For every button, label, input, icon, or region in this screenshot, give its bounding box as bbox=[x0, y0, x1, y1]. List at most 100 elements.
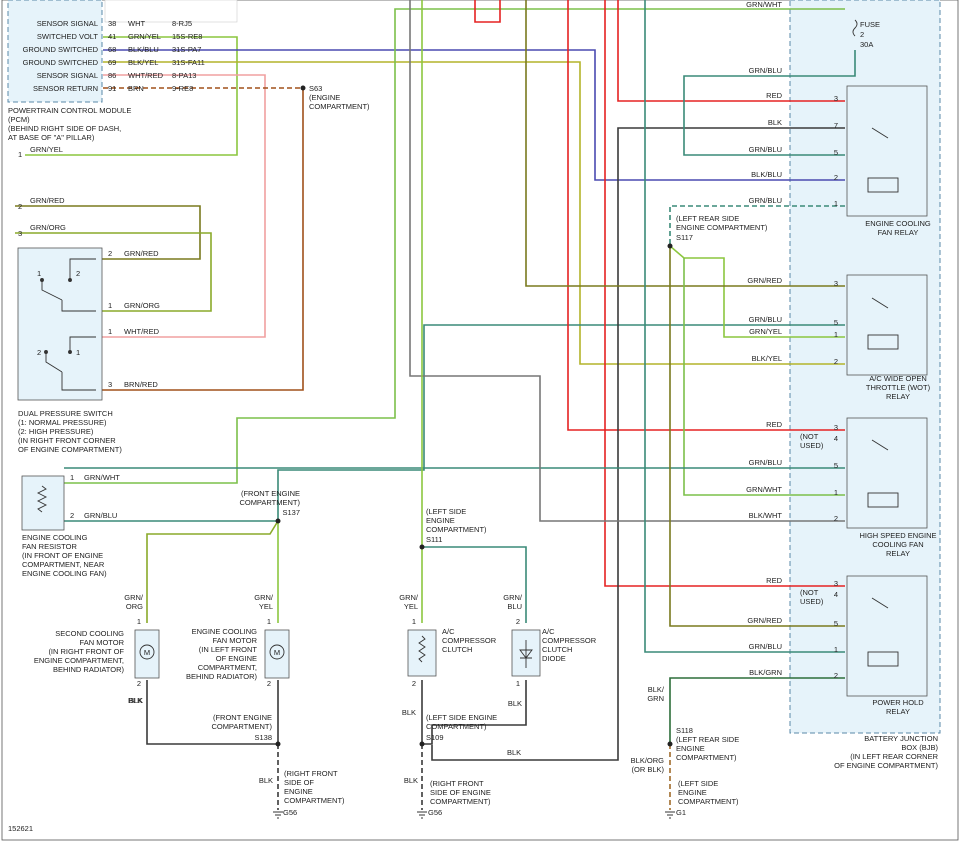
diagram-text: GRN/ORG bbox=[124, 301, 160, 310]
relay-wire-color: GRN/BLU bbox=[749, 196, 782, 205]
pcm-row-label: GROUND SWITCHED bbox=[23, 58, 99, 67]
diagram-text: A/C bbox=[442, 627, 455, 636]
diagram-text: 1 bbox=[76, 348, 80, 357]
diagram-text: DIODE bbox=[542, 654, 566, 663]
pcm-row-circuit: 8-RJ5 bbox=[172, 19, 192, 28]
diagram-text: BOX (BJB) bbox=[901, 743, 938, 752]
wire-grnwht-res bbox=[64, 8, 845, 484]
relay-engine-cooling bbox=[846, 85, 928, 217]
wire-whtred bbox=[100, 74, 266, 338]
relay-name: ENGINE COOLING bbox=[865, 219, 931, 228]
second-motor-symbol: M bbox=[144, 648, 150, 657]
diagram-text: (OR BLK) bbox=[631, 765, 664, 774]
diagram-text: GRN/WHT bbox=[84, 473, 120, 482]
diagram-text: (LEFT SIDE bbox=[678, 779, 718, 788]
diagram-text: G56 bbox=[283, 808, 297, 817]
wire-red-relay1 bbox=[617, 0, 845, 102]
diagram-text: 3 bbox=[108, 380, 112, 389]
diagram-text: 2 bbox=[108, 249, 112, 258]
diagram-text: OF ENGINE COMPARTMENT) bbox=[834, 761, 938, 770]
relay-not-used: (NOT bbox=[800, 588, 819, 597]
pcm-row-label: SENSOR SIGNAL bbox=[37, 19, 98, 28]
relay-pin-4: 4 bbox=[834, 434, 838, 443]
relay-name: A/C WIDE OPEN bbox=[869, 374, 927, 383]
pcm-row-color: WHT bbox=[128, 19, 145, 28]
relay-wire-color: GRN/YEL bbox=[749, 327, 782, 336]
pcm-row-pin: 38 bbox=[108, 19, 116, 28]
wire-grnblu-dash bbox=[669, 205, 845, 246]
diagram-text: (ENGINE bbox=[309, 93, 340, 102]
wire-grnblu-ph bbox=[644, 0, 845, 653]
switch-b-icon bbox=[44, 336, 96, 391]
diagram-text: BLK bbox=[402, 708, 416, 717]
diagram-text: S111 bbox=[426, 535, 442, 544]
diagram-text: FAN MOTOR bbox=[213, 636, 258, 645]
first-motor-symbol: M bbox=[274, 648, 280, 657]
diagram-text: COMPRESSOR bbox=[542, 636, 597, 645]
diagram-text: (FRONT ENGINE bbox=[213, 713, 272, 722]
diagram-text: GRN/ bbox=[254, 593, 274, 602]
wire-grnred-wot bbox=[525, 0, 845, 287]
pcm-box bbox=[7, 0, 103, 103]
s109-blk-label: BLK bbox=[507, 748, 521, 757]
diagram-text: SECOND COOLING bbox=[55, 629, 124, 638]
diagram-text: S137 bbox=[282, 508, 300, 517]
diagram-text: ENGINE COOLING bbox=[192, 627, 258, 636]
pcm-row-circuit: 31S-FA11 bbox=[172, 58, 205, 67]
relay-name: RELAY bbox=[886, 392, 910, 401]
relay-wire-pin: 3 bbox=[834, 279, 838, 288]
pcm-row-pin: 41 bbox=[108, 32, 116, 41]
diagram-text: GRN/ORG bbox=[30, 223, 66, 232]
relay-wire-pin: 7 bbox=[834, 121, 838, 130]
diagram-text: BATTERY JUNCTION bbox=[864, 734, 938, 743]
relay-wire-color: GRN/BLU bbox=[749, 315, 782, 324]
relay-wire-color: BLK bbox=[768, 118, 782, 127]
dual-pressure-switch bbox=[17, 247, 103, 401]
relay-high-speed bbox=[846, 417, 928, 529]
diagram-text: COMPARTMENT, NEAR bbox=[22, 560, 105, 569]
fuse-icon bbox=[852, 19, 858, 37]
diagram-text: 2 bbox=[267, 679, 271, 688]
diagram-text: 30A bbox=[860, 40, 873, 49]
diagram-text: BEHIND RADIATOR) bbox=[53, 665, 124, 674]
switch-a-icon bbox=[40, 258, 96, 312]
coil-icon bbox=[418, 635, 426, 663]
diagram-text: 2 bbox=[18, 202, 22, 211]
diode-icon bbox=[519, 640, 533, 668]
diode-labels: A/C COMPRESSOR CLUTCH DIODE GRN/ BLU 2 1… bbox=[503, 593, 597, 708]
diagram-text: BEHIND RADIATOR) bbox=[186, 672, 257, 681]
diagram-text: (2: HIGH PRESSURE) bbox=[18, 427, 94, 436]
wire-grnorg-sw bbox=[15, 232, 212, 312]
wire-blk-relay1 bbox=[431, 127, 845, 761]
relay-wire-pin: 1 bbox=[834, 645, 838, 654]
diagram-text: (FRONT ENGINE bbox=[241, 489, 300, 498]
diagram-text: BLK bbox=[404, 776, 418, 785]
diagram-text: 1 bbox=[108, 327, 112, 336]
diagram-text: (RIGHT FRONT bbox=[284, 769, 338, 778]
diagram-text: (RIGHT FRONT bbox=[430, 779, 484, 788]
diagram-text: YEL bbox=[259, 602, 273, 611]
relay-power-hold bbox=[846, 575, 928, 697]
wire-blkgrn-ph bbox=[669, 677, 845, 744]
s138-label: (FRONT ENGINE COMPARTMENT) S138 bbox=[211, 713, 272, 742]
splice-dots bbox=[275, 85, 673, 747]
dual-switch-name: DUAL PRESSURE SWITCH (1: NORMAL PRESSURE… bbox=[18, 409, 122, 454]
diagram-text: 2 bbox=[37, 348, 41, 357]
diagram-text: BLK bbox=[259, 776, 273, 785]
s117-label: (LEFT REAR SIDE ENGINE COMPARTMENT) S117 bbox=[676, 214, 768, 242]
second-fan-motor bbox=[134, 629, 160, 679]
s118-wires: BLK/ GRN BLK/ORG (OR BLK) bbox=[631, 685, 665, 774]
bjb-fuse-wire: GRN/BLU bbox=[749, 66, 782, 75]
pcm-row-pin: 69 bbox=[108, 58, 116, 67]
diagram-text: 1 bbox=[37, 269, 41, 278]
diagram-text: ENGINE COMPARTMENT) bbox=[676, 223, 768, 232]
wire-brnred bbox=[100, 88, 304, 391]
diagram-text: COMPARTMENT) bbox=[284, 796, 345, 805]
relay-wire-pin: 1 bbox=[834, 488, 838, 497]
